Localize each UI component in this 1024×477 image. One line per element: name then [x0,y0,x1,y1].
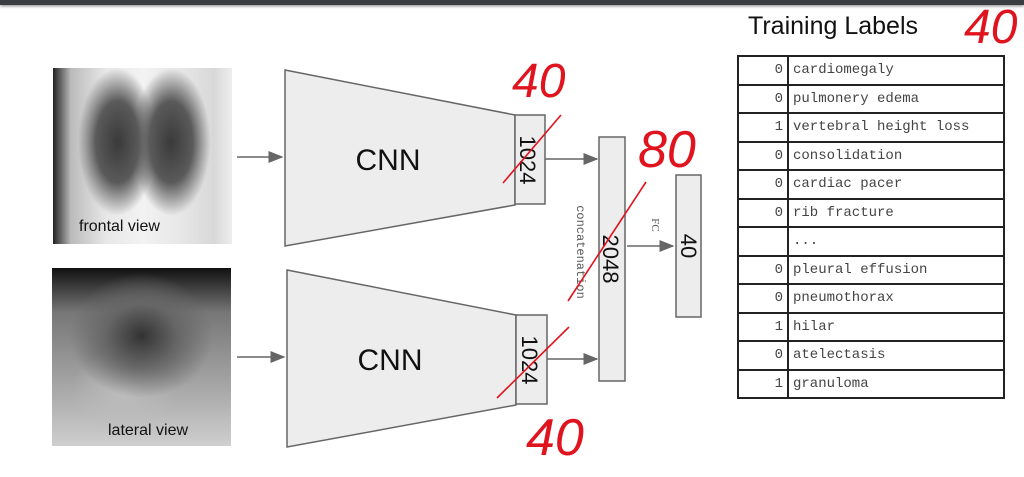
feature-vector-top [514,114,546,205]
label-name: vertebral height loss [787,112,1005,143]
label-name: ... [787,226,1005,257]
feature-vector-bottom [515,314,548,405]
label-name: pneumothorax [787,283,1005,314]
label-name: consolidation [787,140,1005,171]
label-name: cardiac pacer [787,169,1005,200]
fc-label: FC [649,218,661,231]
concatenation-label: concatenation [573,205,587,299]
label-value [737,226,789,257]
window-top-bar [0,0,1024,5]
label-value: 0 [737,140,789,171]
label-value: 1 [737,112,789,143]
cnn-bottom-label: CNN [358,344,423,377]
label-value: 0 [737,254,789,285]
label-name: cardiomegaly [787,55,1005,86]
label-name: granuloma [787,368,1005,399]
handwritten-80-concat: 80 [638,121,696,179]
label-row: ... [737,226,1005,257]
concat-vector [598,136,626,382]
output-vector-size: 40 [676,234,701,258]
label-value: 0 [737,340,789,371]
label-name: atelectasis [787,340,1005,371]
label-value: 0 [737,283,789,314]
label-value: 0 [737,169,789,200]
label-value: 1 [737,368,789,399]
strike-concat [567,181,647,302]
feature-bottom-size: 1024 [517,336,542,385]
cnn-top-label: CNN [356,144,421,177]
handwritten-40-bottom: 40 [526,409,584,467]
label-name: hilar [787,311,1005,342]
label-value: 1 [737,311,789,342]
handwritten-40-labels: 40 [964,1,1018,54]
handwritten-40-top: 40 [512,55,566,108]
training-labels-title: Training Labels [748,12,919,40]
frontal-view-label: frontal view [79,218,160,235]
label-name: pulmonery edema [787,83,1005,114]
cnn-top-block [284,69,516,247]
strike-feature-top [502,114,562,184]
concat-vector-size: 2048 [598,235,623,284]
label-name: pleural effusion [787,254,1005,285]
lateral-view-label: lateral view [108,422,189,439]
label-name: rib fracture [787,197,1005,228]
output-vector [675,174,702,318]
label-value: 0 [737,55,789,86]
label-value: 0 [737,197,789,228]
strike-feature-bottom [496,326,570,399]
frontal-xray-image: frontal view [53,68,232,244]
lateral-xray-image: lateral view [52,268,231,446]
cnn-bottom-block [286,269,517,448]
label-value: 0 [737,83,789,114]
